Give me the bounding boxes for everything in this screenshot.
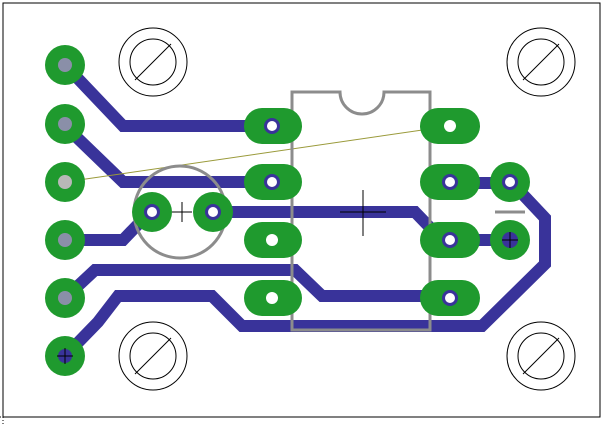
- crosshair-icon: [340, 190, 386, 236]
- pad[interactable]: [45, 278, 85, 318]
- two-pin-part[interactable]: [490, 162, 530, 260]
- pad[interactable]: [420, 108, 480, 144]
- trace[interactable]: [60, 177, 551, 361]
- trace[interactable]: [60, 60, 272, 132]
- mounting-hole[interactable]: [118, 321, 188, 391]
- mounting-hole[interactable]: [506, 321, 576, 391]
- pad[interactable]: [244, 164, 302, 200]
- pad[interactable]: [45, 336, 85, 376]
- pad[interactable]: [132, 192, 172, 232]
- pad[interactable]: [45, 220, 85, 260]
- radial-capacitor[interactable]: [132, 164, 233, 260]
- pad[interactable]: [193, 192, 233, 232]
- mounting-hole[interactable]: [118, 27, 188, 97]
- pad[interactable]: [45, 162, 85, 202]
- crosshair-icon: [172, 202, 192, 222]
- trace[interactable]: [60, 121, 272, 188]
- mounting-hole[interactable]: [506, 27, 576, 97]
- ic-outline: [290, 90, 432, 332]
- pad[interactable]: [244, 280, 302, 316]
- trace[interactable]: [60, 264, 450, 303]
- dip-8-ic[interactable]: [244, 90, 480, 332]
- ratsnest-line: [64, 125, 451, 183]
- origin-marker: [0, 416, 14, 425]
- pad[interactable]: [420, 222, 480, 258]
- pad[interactable]: [420, 164, 480, 200]
- pad[interactable]: [490, 162, 530, 202]
- pad[interactable]: [420, 280, 480, 316]
- pad[interactable]: [244, 222, 302, 258]
- pad[interactable]: [45, 104, 85, 144]
- header-6-pin[interactable]: [45, 45, 85, 376]
- board-outline: [2, 2, 601, 418]
- pad[interactable]: [244, 108, 302, 144]
- pad[interactable]: [45, 45, 85, 85]
- pad[interactable]: [490, 220, 530, 260]
